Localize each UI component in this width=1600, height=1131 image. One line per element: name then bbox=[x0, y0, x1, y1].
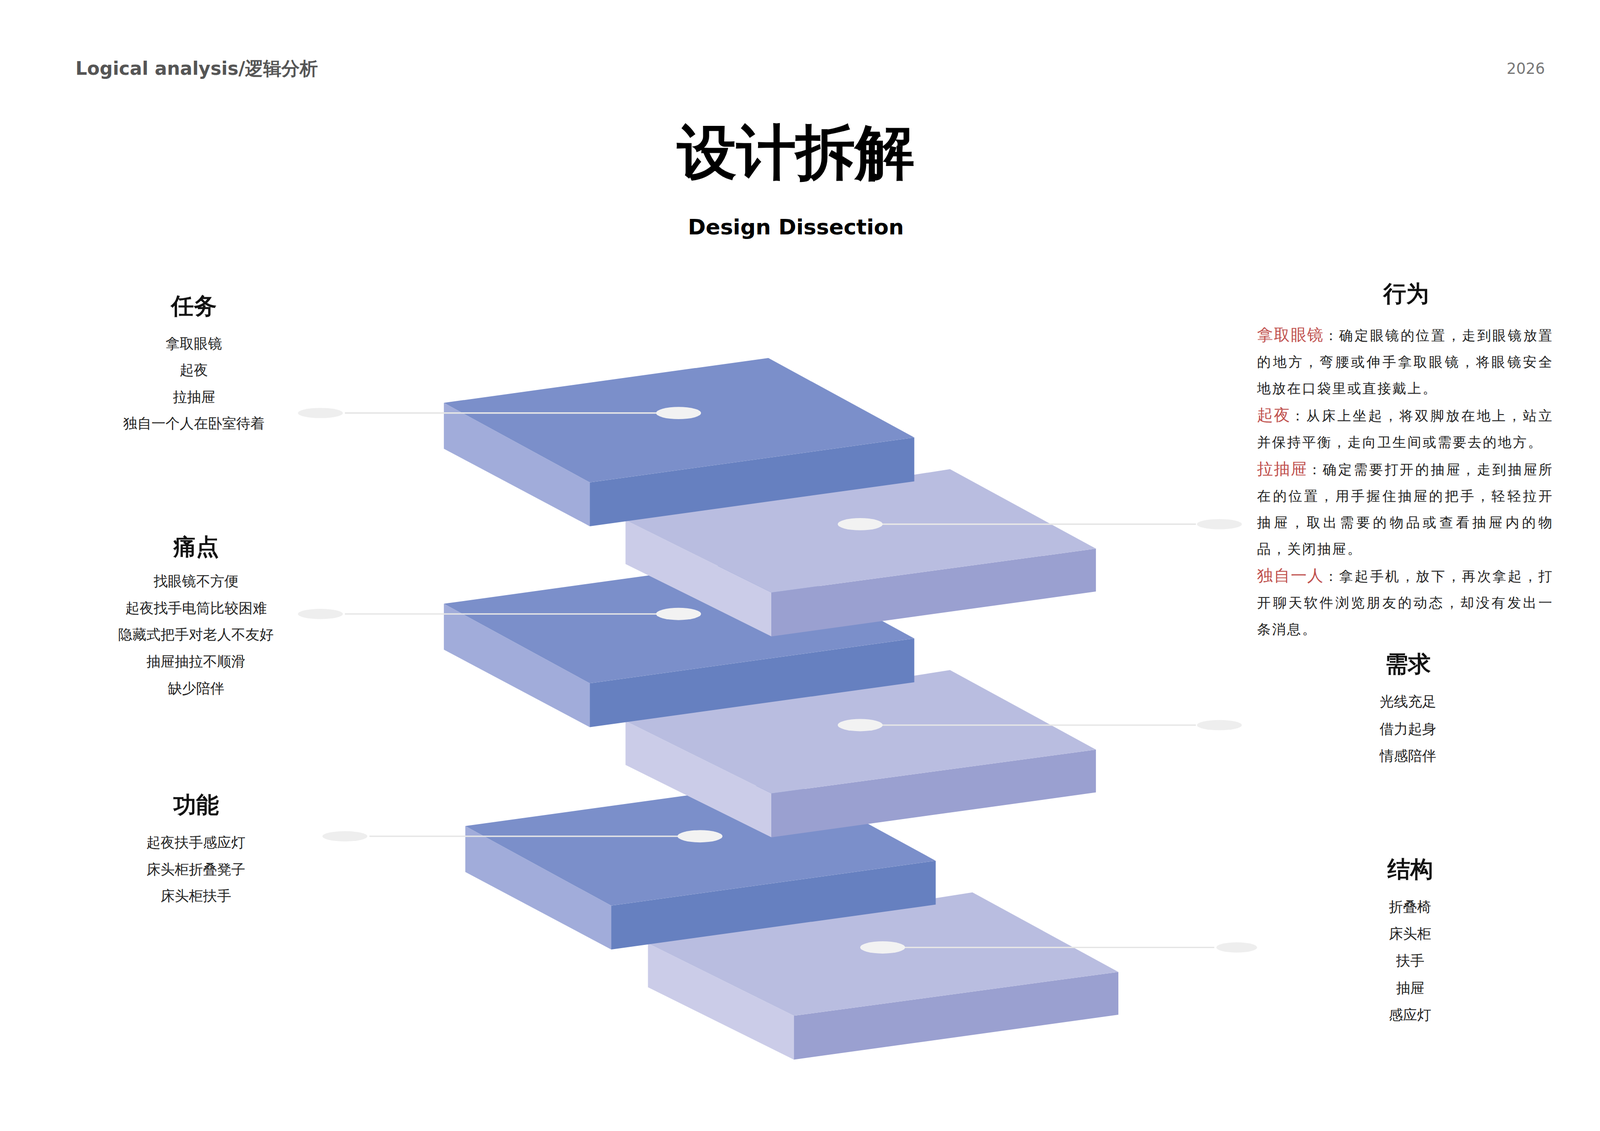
behavior-keyword: 拉抽屉 bbox=[1257, 459, 1308, 478]
group-heading: 需求 bbox=[1385, 649, 1431, 680]
leader-line bbox=[369, 835, 701, 837]
list-item: 拿取眼镜 bbox=[165, 334, 223, 354]
list-item: 找眼镜不方便 bbox=[153, 571, 239, 592]
leader-end bbox=[297, 407, 343, 418]
list-item: 情感陪伴 bbox=[1379, 746, 1437, 766]
list-item: 折叠椅 bbox=[1388, 897, 1432, 917]
layer-1 bbox=[297, 358, 915, 527]
behavior-paragraph: 起夜：从床上坐起，将双脚放在地上，站立并保持平衡，走向卫生间或需要去的地方。 bbox=[1257, 401, 1554, 456]
list-item: 抽屉 bbox=[1396, 978, 1425, 998]
dot bbox=[837, 719, 883, 732]
list-item: 起夜 bbox=[179, 360, 208, 380]
list-item: 床头柜折叠凳子 bbox=[146, 860, 246, 880]
leader-line bbox=[344, 613, 679, 615]
leader-end bbox=[1196, 519, 1242, 530]
list-item: 起夜找手电筒比较困难 bbox=[125, 598, 267, 619]
subtitle: Design Dissection bbox=[687, 213, 904, 239]
dot bbox=[656, 607, 702, 621]
list-item: 抽屉抽拉不顺滑 bbox=[146, 652, 246, 672]
leader-line bbox=[344, 412, 679, 414]
list-item: 拉抽屉 bbox=[172, 387, 216, 407]
leader-end bbox=[322, 831, 368, 842]
behavior-keyword: 起夜 bbox=[1257, 405, 1291, 425]
behavior-body: ：从床上坐起，将双脚放在地上，站立并保持平衡，走向卫生间或需要去的地方。 bbox=[1257, 407, 1554, 451]
header-text: Logical analysis/逻辑分析 bbox=[75, 55, 319, 81]
dot bbox=[677, 830, 723, 843]
title: 设计拆解 bbox=[677, 113, 915, 194]
dot bbox=[656, 406, 702, 420]
year-text: 2026 bbox=[1506, 59, 1545, 78]
list-item: 缺少陪伴 bbox=[167, 679, 225, 699]
group-heading: 功能 bbox=[173, 789, 219, 821]
dot bbox=[837, 518, 883, 531]
behavior-text: 拿取眼镜：确定眼镜的位置，走到眼镜放置的地方，弯腰或伸手拿取眼镜，将眼镜安全地放… bbox=[1257, 321, 1554, 643]
group-heading: 行为 bbox=[1383, 278, 1429, 310]
group-heading: 结构 bbox=[1387, 854, 1434, 885]
list-item: 借力起身 bbox=[1379, 719, 1437, 739]
list-item: 起夜扶手感应灯 bbox=[146, 833, 246, 853]
leader-line bbox=[860, 724, 1196, 726]
leader-end bbox=[297, 608, 343, 619]
group-heading: 任务 bbox=[171, 290, 217, 322]
behavior-keyword: 拿取眼镜 bbox=[1257, 325, 1324, 344]
list-item: 床头柜 bbox=[1388, 924, 1432, 944]
behavior-keyword: 独自一人 bbox=[1257, 566, 1324, 585]
leader-end bbox=[1196, 720, 1242, 731]
list-item: 扶手 bbox=[1396, 951, 1425, 971]
list-item: 感应灯 bbox=[1388, 1005, 1432, 1025]
list-item: 隐藏式把手对老人不友好 bbox=[118, 625, 274, 645]
slab bbox=[443, 358, 915, 527]
list-item: 床头柜扶手 bbox=[160, 886, 232, 906]
leader-line bbox=[860, 523, 1196, 525]
list-item: 光线充足 bbox=[1379, 692, 1437, 712]
behavior-paragraph: 拿取眼镜：确定眼镜的位置，走到眼镜放置的地方，弯腰或伸手拿取眼镜，将眼镜安全地放… bbox=[1257, 321, 1554, 402]
leader-line bbox=[882, 946, 1215, 949]
behavior-paragraph: 独自一人：拿起手机，放下，再次拿起，打开聊天软件浏览朋友的动态，却没有发出一条消… bbox=[1257, 562, 1554, 643]
dot bbox=[860, 941, 905, 954]
group-heading: 痛点 bbox=[173, 531, 219, 563]
leader-end bbox=[1216, 942, 1258, 953]
list-item: 独自一个人在卧室待着 bbox=[123, 414, 265, 434]
behavior-paragraph: 拉抽屉：确定需要打开的抽屉，走到抽屉所在的位置，用手握住抽屉的把手，轻轻拉开抽屉… bbox=[1257, 455, 1554, 563]
